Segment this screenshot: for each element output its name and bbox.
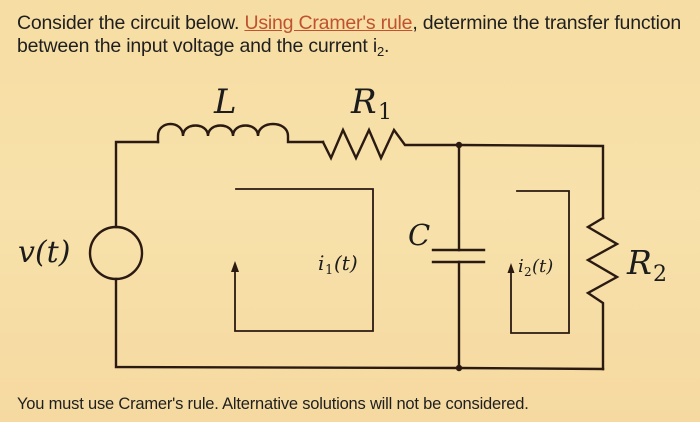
inductor-label: L	[213, 82, 237, 122]
svg-text:2: 2	[524, 265, 532, 279]
wire-bottom	[114, 277, 605, 371]
svg-text:1: 1	[325, 263, 333, 278]
question-suffix: , determine the transfer function betwee…	[17, 12, 682, 57]
wire-left-top	[114, 140, 160, 229]
resistor-r1-symbol	[321, 127, 461, 161]
question-subscript: 2	[377, 44, 385, 59]
resistor-r1-label: R 1	[350, 82, 392, 125]
question-prefix: Consider the circuit below.	[17, 12, 245, 34]
question-end: .	[384, 35, 390, 57]
svg-text:i: i	[318, 251, 324, 275]
wire-top-right	[457, 143, 605, 220]
mesh-i2-loop	[510, 190, 570, 334]
mesh-i1-arrow-icon	[231, 261, 239, 272]
resistor-r2-symbol	[585, 216, 620, 371]
question-text: Consider the circuit below. Using Cramer…	[17, 12, 687, 58]
svg-text:i: i	[518, 256, 524, 277]
source-label: v(t)	[18, 235, 70, 270]
mesh-i1-label: i 1 (t)	[318, 251, 358, 278]
capacitor-label: C	[408, 218, 430, 252]
voltage-source-symbol	[88, 225, 144, 281]
inductor-symbol	[156, 122, 325, 144]
svg-text:(t): (t)	[532, 256, 553, 277]
junction-dot-top	[455, 141, 463, 149]
mesh-i2-arrow-icon	[507, 263, 515, 273]
footer-note: You must use Cramer's rule. Alternative …	[17, 395, 529, 413]
junction-dot-bottom	[455, 364, 463, 372]
cramers-rule-link[interactable]: Using Cramer's rule	[244, 12, 413, 34]
mesh-i1-loop	[234, 188, 374, 332]
svg-text:(t): (t)	[334, 251, 358, 275]
mesh-i2-label: i 2 (t)	[518, 256, 553, 279]
resistor-r2-label: R 2	[626, 243, 667, 287]
svg-text:R: R	[350, 82, 377, 122]
svg-text:R: R	[626, 243, 652, 282]
svg-text:2: 2	[653, 262, 667, 287]
svg-text:1: 1	[378, 100, 392, 125]
